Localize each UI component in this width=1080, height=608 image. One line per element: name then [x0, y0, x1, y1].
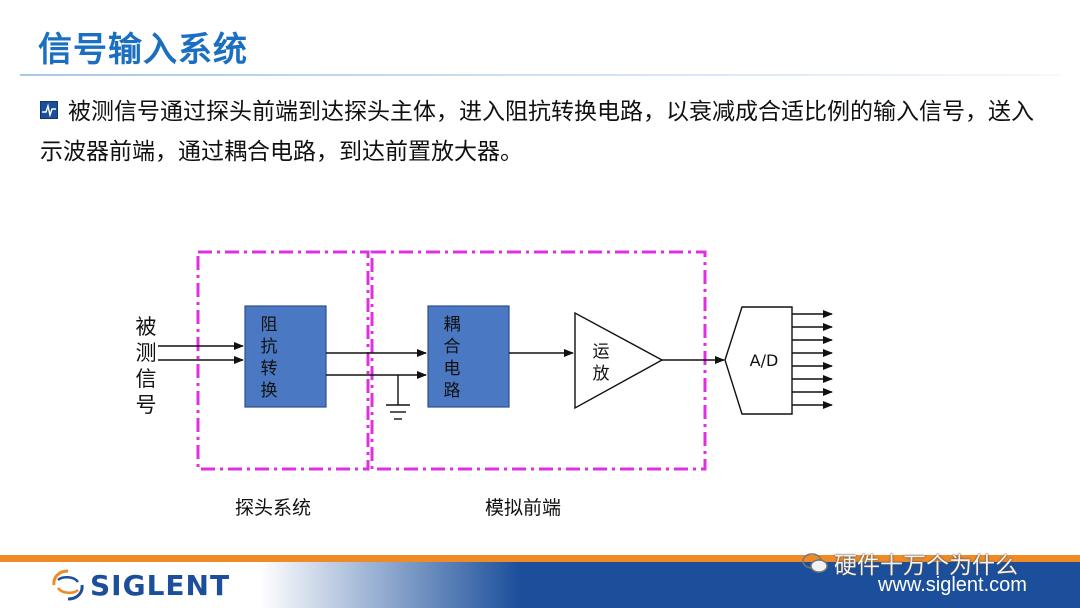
input-signal-label: 被测信号	[136, 315, 157, 417]
ground-symbol-icon	[386, 404, 410, 420]
title-divider	[20, 74, 1060, 76]
impedance-conversion-block	[244, 305, 327, 408]
adc-output-arrows	[792, 310, 833, 409]
watermark-text: 硬件十万个为什么	[834, 553, 1018, 579]
coupling-circuit-block	[427, 305, 510, 408]
footer-fade	[0, 562, 1080, 608]
adc-block	[724, 306, 793, 415]
op-amp-triangle	[574, 311, 664, 410]
page-title: 信号输入系统	[38, 30, 248, 70]
footer-accent-bar	[0, 555, 1080, 562]
website-url[interactable]: www.siglent.com	[878, 574, 1027, 596]
coupling-circuit-label: 耦合电路	[444, 315, 461, 401]
siglent-logo: SIGLENT	[50, 566, 230, 604]
op-amp-label: 运放	[593, 342, 610, 384]
wechat-icon	[802, 553, 828, 573]
logo-wordmark: SIGLENT	[90, 568, 231, 602]
siglent-swirl-icon	[52, 569, 84, 601]
probe-system-label: 探头系统	[235, 497, 311, 519]
analog-frontend-label: 模拟前端	[485, 497, 561, 519]
probe-system-region	[196, 250, 370, 471]
waveform-bullet-icon	[40, 101, 58, 119]
bullet-text: 被测信号通过探头前端到达探头主体，进入阻抗转换电路，以衰减成合适比例的输入信号，…	[40, 99, 1034, 165]
adc-label: A/D	[750, 351, 779, 370]
watermark: 硬件十万个为什么	[802, 546, 1018, 580]
impedance-conversion-label: 阻抗转换	[261, 315, 278, 401]
